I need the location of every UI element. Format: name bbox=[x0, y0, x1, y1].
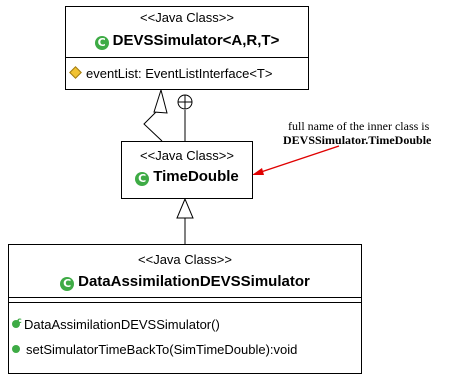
inner-class-note: full name of the inner class is DEVSSimu… bbox=[283, 119, 466, 147]
note-arrow-line bbox=[257, 145, 340, 174]
operation-row-method[interactable]: setSimulatorTimeBackTo(SimTimeDouble):vo… bbox=[9, 342, 361, 358]
stereotype-label: <<Java Class>> bbox=[140, 10, 234, 25]
attribute-text: eventList: EventListInterface<T> bbox=[86, 66, 273, 81]
class-name: TimeDouble bbox=[153, 168, 239, 185]
class-name: DataAssimilationDEVSSimulator bbox=[78, 273, 310, 290]
note-line-2: DEVSSimulator.TimeDouble bbox=[283, 133, 432, 147]
class-icon: C bbox=[60, 277, 75, 291]
constructor-icon: c bbox=[12, 316, 22, 328]
operation-text: DataAssimilationDEVSSimulator() bbox=[24, 317, 220, 332]
class-icon: C bbox=[94, 36, 109, 50]
stereotype-label: <<Java Class>> bbox=[140, 148, 234, 163]
generalization-line-timedouble bbox=[143, 106, 163, 142]
note-arrowhead bbox=[252, 168, 264, 175]
class-icon: C bbox=[135, 172, 150, 186]
note-line-1: full name of the inner class is bbox=[288, 119, 430, 133]
attribute-row[interactable]: eventList: EventListInterface<T> bbox=[66, 66, 308, 82]
generalization-arrowhead-timedouble bbox=[176, 197, 194, 219]
stereotype-label: <<Java Class>> bbox=[138, 252, 232, 267]
compartment-divider bbox=[66, 57, 308, 58]
operation-text: setSimulatorTimeBackTo(SimTimeDouble):vo… bbox=[26, 342, 298, 357]
public-method-icon bbox=[12, 345, 20, 353]
protected-attribute-icon bbox=[69, 66, 82, 79]
compartment-divider bbox=[9, 297, 361, 303]
generalization-arrowhead-devssimulator bbox=[153, 88, 168, 114]
class-name: DEVSSimulator<A,R,T> bbox=[112, 32, 280, 49]
